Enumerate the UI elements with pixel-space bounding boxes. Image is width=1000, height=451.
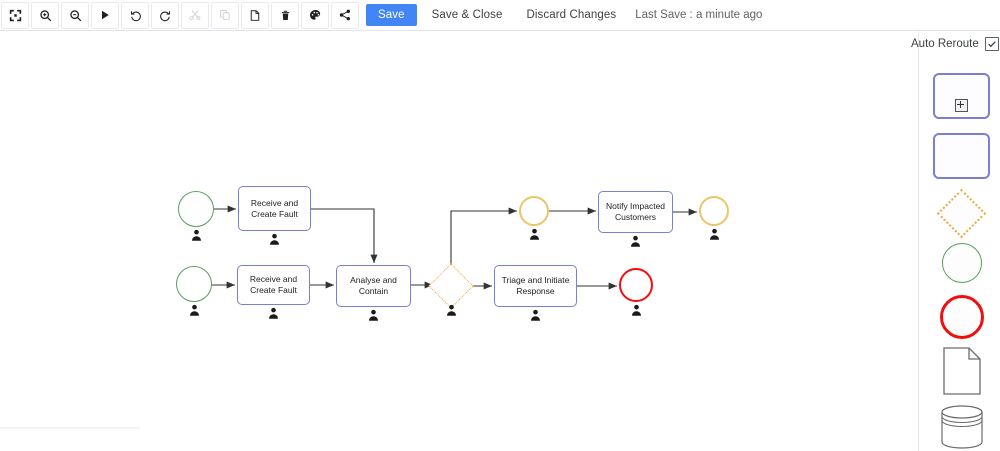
start-event-shape-icon xyxy=(941,243,982,283)
task-analyse-and-contain-actor-icon xyxy=(367,309,380,322)
palette-end-event[interactable] xyxy=(933,293,990,341)
auto-reroute-checkbox[interactable] xyxy=(984,37,999,51)
palette-start-event[interactable] xyxy=(933,239,990,287)
task-triage-initiate-response-actor-icon xyxy=(529,309,542,322)
start-event-top[interactable] xyxy=(178,191,214,227)
gateway-decision-actor-icon xyxy=(445,304,458,317)
document-shape-icon xyxy=(942,347,981,395)
cylinder-shape-icon xyxy=(940,405,983,449)
plus-box-icon xyxy=(955,99,968,112)
task-receive-create-fault-bottom[interactable]: Receive and Create Fault xyxy=(237,265,310,305)
start-event-top-actor-icon xyxy=(190,229,203,242)
gateway-decision[interactable] xyxy=(428,263,474,309)
intermediate-event-2-actor-icon xyxy=(708,228,721,241)
end-event-actor-icon xyxy=(630,304,643,317)
copy-icon[interactable] xyxy=(211,1,239,29)
shape-palette: Auto Reroute xyxy=(911,31,1000,451)
zoom-out-icon[interactable] xyxy=(61,1,89,29)
zoom-in-icon[interactable] xyxy=(31,1,59,29)
save-button[interactable]: Save xyxy=(366,4,417,26)
discard-changes-button[interactable]: Discard Changes xyxy=(517,4,626,26)
palette-gateway[interactable] xyxy=(933,188,990,238)
end-event-shape-icon xyxy=(939,295,984,339)
task-shape-icon xyxy=(933,133,990,179)
task-notify-impacted-customers[interactable]: Notify Impacted Customers xyxy=(598,191,673,233)
subprocess-shape-icon xyxy=(933,73,990,119)
connector-layer xyxy=(212,205,698,290)
task-triage-initiate-response[interactable]: Triage and Initiate Response xyxy=(494,265,577,307)
canvas-edge-shadow-2 xyxy=(0,428,140,429)
palette-data-store[interactable] xyxy=(933,403,990,451)
canvas-edge-shadow xyxy=(0,427,140,428)
intermediate-event-2[interactable] xyxy=(699,196,729,226)
intermediate-event-1[interactable] xyxy=(519,196,549,226)
gateway-shape-icon xyxy=(936,188,987,238)
diagram-canvas[interactable]: Receive and Create Fault Notify Impacted … xyxy=(0,31,918,451)
delete-icon[interactable] xyxy=(271,1,299,29)
task-receive-create-fault-top[interactable]: Receive and Create Fault xyxy=(238,186,311,231)
undo-icon[interactable] xyxy=(121,1,149,29)
auto-reroute-label: Auto Reroute xyxy=(911,38,979,50)
intermediate-event-1-actor-icon xyxy=(528,228,541,241)
palette-task[interactable] xyxy=(933,131,990,181)
save-and-close-button[interactable]: Save & Close xyxy=(422,4,512,26)
task-analyse-and-contain[interactable]: Analyse and Contain xyxy=(336,265,411,307)
share-icon[interactable] xyxy=(331,1,359,29)
task-receive-create-fault-bottom-actor-icon xyxy=(267,307,280,320)
palette-data-object[interactable] xyxy=(933,345,990,397)
auto-reroute-toggle[interactable]: Auto Reroute xyxy=(911,37,999,51)
fit-screen-icon[interactable] xyxy=(1,1,29,29)
edge-gateway-inter1 xyxy=(450,207,518,269)
edge-task1-task3 xyxy=(311,208,378,264)
run-icon[interactable] xyxy=(91,1,119,29)
cut-icon[interactable] xyxy=(181,1,209,29)
task-notify-impacted-customers-actor-icon xyxy=(629,235,642,248)
start-event-bottom[interactable] xyxy=(176,266,212,302)
paste-icon[interactable] xyxy=(241,1,269,29)
task-receive-create-fault-top-actor-icon xyxy=(268,233,281,246)
toolbar: Save Save & Close Discard Changes Last S… xyxy=(0,0,1000,31)
last-save-status: Last Save : a minute ago xyxy=(635,9,763,21)
redo-icon[interactable] xyxy=(151,1,179,29)
end-event[interactable] xyxy=(619,268,653,302)
palette-subprocess[interactable] xyxy=(933,71,990,121)
palette-icon[interactable] xyxy=(301,1,329,29)
start-event-bottom-actor-icon xyxy=(188,304,201,317)
